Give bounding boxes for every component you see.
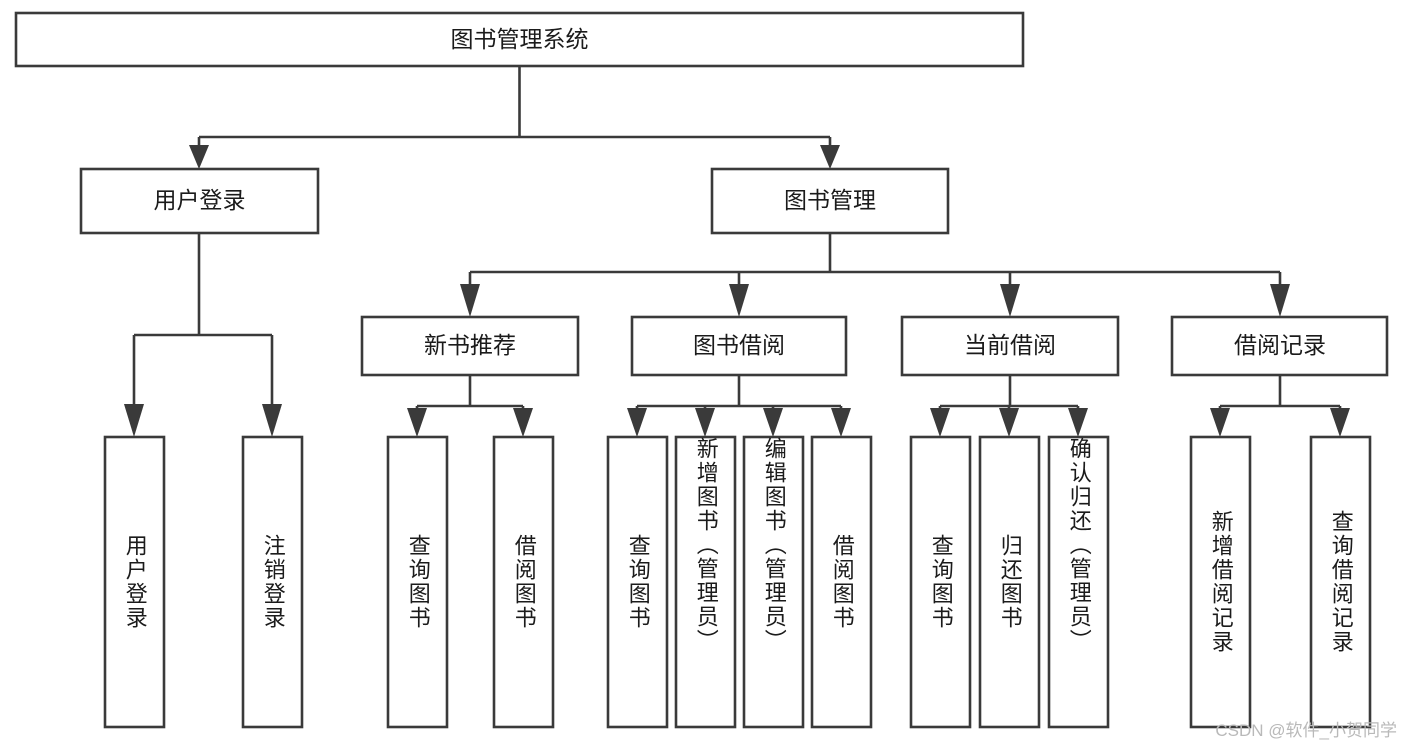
- node-new-book[interactable]: 新书推荐: [360, 315, 580, 377]
- node-borrow-record-box[interactable]: [1170, 315, 1389, 377]
- leaf-box-book-borrow-4[interactable]: [810, 435, 873, 729]
- arrowhead-leaf-bookborrow-3: [763, 408, 783, 437]
- leaf-group-borrow-record: [1189, 435, 1372, 729]
- connector-group-user-login: [124, 233, 282, 437]
- arrowhead-to-borrow-record: [1270, 284, 1290, 317]
- node-book-borrow[interactable]: 图书借阅: [630, 315, 848, 377]
- arrowhead-leaf-newbook-1: [407, 408, 427, 437]
- node-current-borrow-label: 当前借阅: [964, 332, 1056, 358]
- node-new-book-box[interactable]: [360, 315, 580, 377]
- arrowhead-to-book-borrow: [729, 284, 749, 317]
- connector-group-book-manage: [460, 233, 1290, 317]
- connector-group-root: [189, 66, 840, 169]
- arrowhead-leaf-newbook-2: [513, 408, 533, 437]
- arrowhead-leaf-currentborrow-2: [999, 408, 1019, 437]
- leaf-box-current-borrow-1[interactable]: [909, 435, 972, 729]
- arrowhead-leaf-user-login-1: [124, 404, 144, 437]
- arrowhead-to-user-login: [189, 145, 209, 169]
- node-book-borrow-box[interactable]: [630, 315, 848, 377]
- arrowhead-to-new-book: [460, 284, 480, 317]
- arrowhead-leaf-currentborrow-3: [1068, 408, 1088, 437]
- arrowhead-leaf-bookborrow-2: [695, 408, 715, 437]
- connector-group-borrow-record: [1210, 375, 1350, 437]
- node-root[interactable]: 图书管理系统: [14, 11, 1025, 68]
- node-root-box[interactable]: [14, 11, 1025, 68]
- leaf-box-current-borrow-2[interactable]: [978, 435, 1041, 729]
- arrowhead-to-book-manage: [820, 145, 840, 169]
- arrowhead-to-current-borrow: [1000, 284, 1020, 317]
- leaf-group-book-borrow: [606, 435, 873, 729]
- leaf-box-book-borrow-2[interactable]: [674, 435, 737, 729]
- leaf-box-book-borrow-3[interactable]: [742, 435, 805, 729]
- connector-group-current-borrow: [930, 375, 1088, 437]
- node-user-login-box[interactable]: [79, 167, 320, 235]
- arrowhead-leaf-bookborrow-1: [627, 408, 647, 437]
- node-current-borrow-box[interactable]: [900, 315, 1120, 377]
- node-book-borrow-label: 图书借阅: [693, 332, 785, 358]
- node-borrow-record[interactable]: 借阅记录: [1170, 315, 1389, 377]
- leaf-box-borrow-record-1[interactable]: [1189, 435, 1252, 729]
- arrowhead-leaf-borrowrecord-2: [1330, 408, 1350, 437]
- leaf-box-book-borrow-1[interactable]: [606, 435, 669, 729]
- arrowhead-leaf-currentborrow-1: [930, 408, 950, 437]
- node-user-login[interactable]: 用户登录: [79, 167, 320, 235]
- leaf-box-new-book-1[interactable]: [386, 435, 449, 729]
- leaf-group-user-login: [103, 435, 304, 729]
- node-new-book-label: 新书推荐: [424, 332, 516, 358]
- leaf-box-user-login-1[interactable]: [103, 435, 166, 729]
- connector-group-new-book: [407, 375, 533, 437]
- node-book-manage[interactable]: 图书管理: [710, 167, 950, 235]
- arrowhead-leaf-user-login-2: [262, 404, 282, 437]
- node-user-login-label: 用户登录: [154, 187, 246, 213]
- leaf-box-user-login-2[interactable]: [241, 435, 304, 729]
- connector-group-book-borrow: [627, 375, 851, 437]
- node-root-label: 图书管理系统: [451, 26, 589, 52]
- leaf-group-current-borrow: [909, 435, 1110, 729]
- leaf-box-new-book-2[interactable]: [492, 435, 555, 729]
- leaf-box-current-borrow-3[interactable]: [1047, 435, 1110, 729]
- leaf-group-new-book: [386, 435, 555, 729]
- node-book-manage-box[interactable]: [710, 167, 950, 235]
- arrowhead-leaf-borrowrecord-1: [1210, 408, 1230, 437]
- node-current-borrow[interactable]: 当前借阅: [900, 315, 1120, 377]
- node-borrow-record-label: 借阅记录: [1234, 332, 1326, 358]
- arrowhead-leaf-bookborrow-4: [831, 408, 851, 437]
- leaf-box-borrow-record-2[interactable]: [1309, 435, 1372, 729]
- node-book-manage-label: 图书管理: [784, 187, 876, 213]
- csdn-watermark: CSDN @软件_小贺同学: [1215, 721, 1397, 740]
